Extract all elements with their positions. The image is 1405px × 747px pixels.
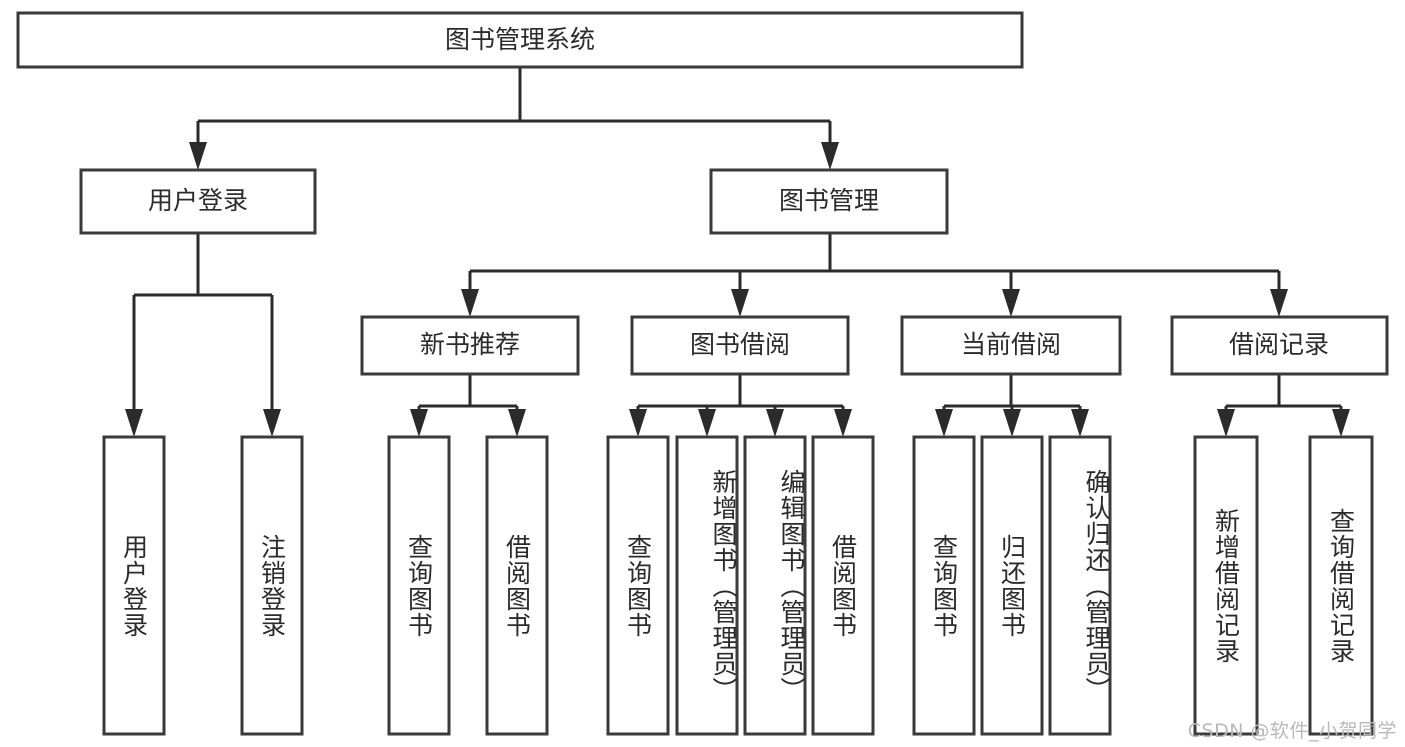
leaf-box-edit-book[interactable] [743,435,807,736]
connector-group-root-to-level2 [189,67,839,170]
node-current-borrow[interactable]: 当前借阅 [900,315,1122,376]
arrow-head-leaf-confirm-return [1071,409,1089,437]
arrow-head-leaf-add-record [1217,409,1235,437]
leaf-box-add-borrow-record[interactable] [1193,435,1259,736]
node-book-borrow-label: 图书借阅 [690,330,790,359]
node-root[interactable]: 图书管理系统 [16,11,1024,69]
node-current-borrow-box[interactable] [900,315,1122,376]
arrow-head-current-borrow [1002,289,1020,317]
node-book-borrow-box[interactable] [630,315,850,376]
node-new-book-recommend-label: 新书推荐 [420,330,520,359]
connector-group-user-login-to-leaves [125,233,281,437]
arrow-head-borrow-record [1270,289,1288,317]
node-borrow-record-label: 借阅记录 [1229,330,1329,359]
arrow-head-leaf-query-book-a [410,409,428,437]
arrow-head-new-book-rec [461,289,479,317]
arrow-head-leaf-query-book-b [629,409,647,437]
connector-group-book-mgmt-to-level3 [461,233,1288,317]
connector-group-current-borrow-to-leaves [935,374,1089,437]
node-new-book-recommend-box[interactable] [360,315,580,376]
node-user-login-box[interactable] [79,168,317,235]
arrow-head-leaf-borrow-book-a [508,409,526,437]
node-borrow-record[interactable]: 借阅记录 [1170,315,1389,376]
connector-group-book-borrow-to-leaves [629,374,852,437]
arrow-head-leaf-borrow-book-b [834,409,852,437]
connector-group-new-book-rec-to-leaves [410,374,526,437]
arrow-head-user-login [189,142,207,170]
arrow-head-leaf-return-book [1003,409,1021,437]
connector-group-borrow-record-to-leaves [1217,374,1350,437]
node-book-borrow[interactable]: 图书借阅 [630,315,850,376]
node-root-label: 图书管理系统 [445,25,595,54]
leaf-box-query-borrow-record[interactable] [1308,435,1374,736]
arrow-head-leaf-query-record [1332,409,1350,437]
node-root-box[interactable] [16,11,1024,69]
leaf-box-logout[interactable] [240,435,304,736]
node-book-management-box[interactable] [709,168,949,235]
leaf-box-confirm-return[interactable] [1048,435,1112,736]
node-book-management-label: 图书管理 [779,186,879,215]
watermark-text: CSDN @软件_小贺同学 [1187,720,1397,742]
leaf-box-borrow-book-b[interactable] [811,435,875,736]
leaf-box-query-book-c[interactable] [912,435,976,736]
leaf-boxes-group [102,435,1374,736]
arrow-head-book-borrow [731,289,749,317]
node-borrow-record-box[interactable] [1170,315,1389,376]
node-new-book-recommend[interactable]: 新书推荐 [360,315,580,376]
leaf-box-add-book[interactable] [675,435,739,736]
arrow-head-leaf-query-book-c [935,409,953,437]
arrow-head-leaf-user-login [125,409,143,437]
node-current-borrow-label: 当前借阅 [961,330,1061,359]
arrow-head-book-mgmt [821,142,839,170]
arrow-head-leaf-edit-book [766,409,784,437]
arrow-head-leaf-add-book [698,409,716,437]
arrow-head-leaf-logout [263,409,281,437]
leaf-box-query-book-a[interactable] [387,435,451,736]
node-book-management[interactable]: 图书管理 [709,168,949,235]
leaf-box-user-login[interactable] [102,435,166,736]
node-user-login-label: 用户登录 [148,186,248,215]
leaf-box-return-book[interactable] [980,435,1044,736]
leaf-box-query-book-b[interactable] [606,435,670,736]
leaf-box-borrow-book-a[interactable] [485,435,549,736]
node-user-login[interactable]: 用户登录 [79,168,317,235]
